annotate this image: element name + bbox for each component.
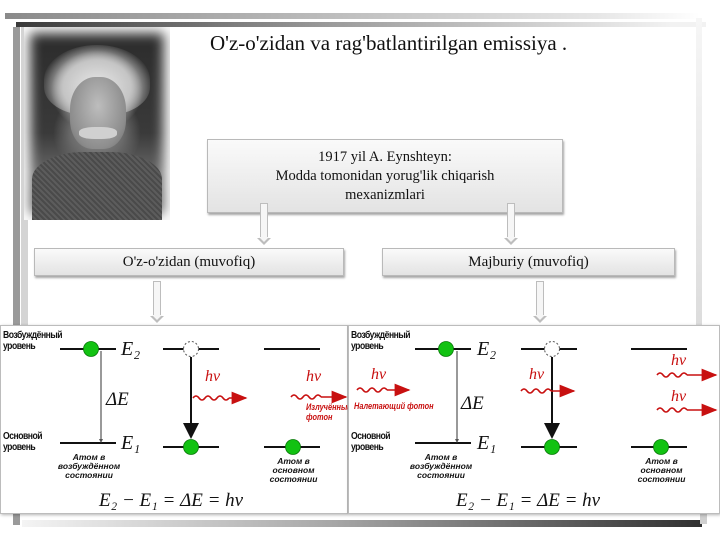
energy-levels-graphic [60, 341, 348, 455]
arrow-down-icon [504, 203, 518, 245]
decorative-right-bar [696, 18, 702, 328]
photon-hv-label: hν [205, 368, 221, 385]
decorative-bottom-corner [700, 510, 707, 524]
delta-e-label: ΔE [106, 389, 129, 410]
e2-label: E₂ [477, 338, 497, 360]
spontaneous-emission-box: O'z-o'zidan (muvofiq) [34, 248, 344, 276]
photon-hv-label: hν [671, 388, 687, 405]
decorative-left-bar [13, 27, 20, 525]
main-box-line2: Modda tomonidan yorug'lik chiqarish [275, 168, 495, 184]
einstein-1917-box: 1917 yil A. Eynshteyn: Modda tomonidan y… [207, 139, 563, 213]
delta-e-label: ΔE [461, 393, 484, 414]
photon-hv-label: hν [671, 352, 687, 369]
photon-hv-label: hν [306, 368, 322, 385]
main-box-line3: mexanizmlari [345, 187, 425, 203]
energy-equation: E₂ − E₁ = ΔE = hν [99, 490, 244, 511]
energy-equation: E₂ − E₁ = ΔE = hν [456, 490, 601, 511]
decorative-bottom-bar [22, 520, 702, 527]
e1-label: E₁ [121, 432, 141, 454]
photon-hv-label: hν [529, 366, 545, 383]
arrow-down-icon [533, 281, 547, 323]
energy-levels-graphic [356, 341, 718, 455]
arrow-down-icon [150, 281, 164, 323]
e1-label: E₁ [477, 432, 497, 454]
stimulated-label: Majburiy (muvofiq) [468, 254, 589, 270]
einstein-portrait [24, 27, 170, 220]
incident-photon-label: Налетающий фотон [354, 401, 434, 411]
e2-label: E₂ [121, 338, 141, 360]
arrow-down-icon [257, 203, 271, 245]
decorative-top-bar [5, 13, 700, 19]
portrait-coat [32, 152, 162, 220]
portrait-mustache [79, 127, 117, 139]
spontaneous-label: O'z-o'zidan (muvofiq) [122, 254, 256, 270]
incident-photon-hv-label: hν [371, 366, 387, 383]
slide-title: O'z-o'zidan va rag'batlantirilgan emissi… [210, 31, 568, 55]
main-box-line1: 1917 yil A. Eynshteyn: [318, 149, 452, 165]
stimulated-emission-box: Majburiy (muvofiq) [382, 248, 675, 276]
decorative-top-bar-dark [16, 22, 706, 27]
